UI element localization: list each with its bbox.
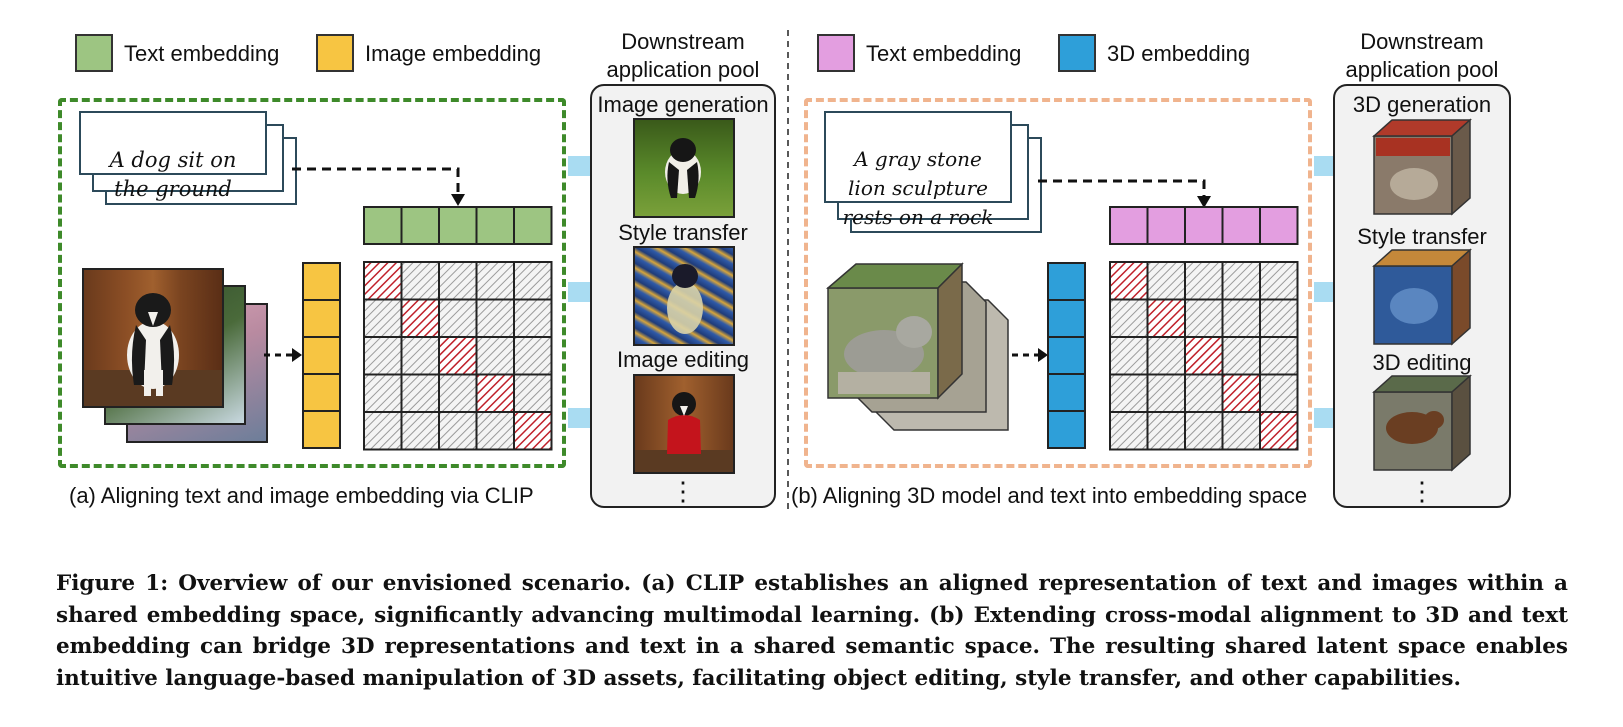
figure-caption: Figure 1: Overview of our envisioned sce… xyxy=(56,571,1568,691)
running-dog-illustration xyxy=(665,138,701,198)
text-to-embedding-arrow-b xyxy=(1038,179,1211,208)
stylized-3d-cube xyxy=(1372,248,1472,346)
pool-title-b: Downstream application pool xyxy=(1345,29,1499,82)
subcaption-a: (a) Aligning text and image embedding vi… xyxy=(69,483,534,508)
legend-swatch-text-embedding-a xyxy=(75,34,113,72)
app-label-image-editing: Image editing xyxy=(616,347,750,372)
text-prompt-card: A dog sit on the ground xyxy=(79,111,267,201)
stylized-dog-illustration xyxy=(667,264,703,334)
subcaption-b: (b) Aligning 3D model and text into embe… xyxy=(791,483,1308,508)
more-applications-a: ⋮ xyxy=(670,476,696,506)
panel-divider xyxy=(787,30,789,514)
pool-title-a: Downstream application pool xyxy=(606,29,760,82)
similarity-matrix-a xyxy=(363,261,553,451)
text-prompt-card-b: A gray stone lion sculpture rests on a r… xyxy=(824,111,1012,229)
generated-3d-cube xyxy=(1372,118,1472,216)
legend-label-text-embedding-a: Text embedding xyxy=(124,41,280,66)
legend-label-text-embedding-b: Text embedding xyxy=(866,41,1022,66)
sweater-dog-illustration xyxy=(635,392,733,472)
app-label-image-generation: Image generation xyxy=(597,92,769,117)
text-prompt-b: A gray stone lion sculpture rests on a r… xyxy=(842,147,994,229)
dog-photo xyxy=(82,268,224,408)
3d-model-cubes xyxy=(826,262,1009,431)
edited-3d-cube xyxy=(1372,374,1472,472)
text-embedding-vector-a xyxy=(363,206,553,245)
image-embedding-vector xyxy=(302,262,341,449)
3d-embedding-vector xyxy=(1047,262,1086,449)
app-label-3d-editing: 3D editing xyxy=(1372,350,1472,375)
3d-alignment-frame xyxy=(804,98,1312,468)
legend-swatch-3d-embedding xyxy=(1058,34,1096,72)
similarity-matrix-b xyxy=(1109,261,1299,451)
image-to-embedding-arrow xyxy=(264,348,302,362)
text-to-embedding-arrow-a xyxy=(292,167,465,206)
legend-label-image-embedding: Image embedding xyxy=(365,41,542,66)
more-applications-b: ⋮ xyxy=(1409,476,1435,506)
text-embedding-vector-b xyxy=(1109,206,1299,245)
3d-to-embedding-arrow xyxy=(1012,348,1048,362)
legend-label-3d-embedding: 3D embedding xyxy=(1107,41,1251,66)
app-label-style-transfer-a: Style transfer xyxy=(618,220,748,245)
app-label-3d-generation: 3D generation xyxy=(1352,92,1492,117)
legend-swatch-image-embedding xyxy=(316,34,354,72)
generated-dog-image xyxy=(633,118,735,218)
stylized-dog-image xyxy=(633,246,735,346)
legend-swatch-text-embedding-b xyxy=(817,34,855,72)
text-prompt: A dog sit on the ground xyxy=(109,148,237,201)
edited-dog-image xyxy=(633,374,735,474)
clip-frame xyxy=(58,98,566,468)
app-label-style-transfer-b: Style transfer xyxy=(1357,224,1487,249)
dog-illustration xyxy=(84,293,222,406)
